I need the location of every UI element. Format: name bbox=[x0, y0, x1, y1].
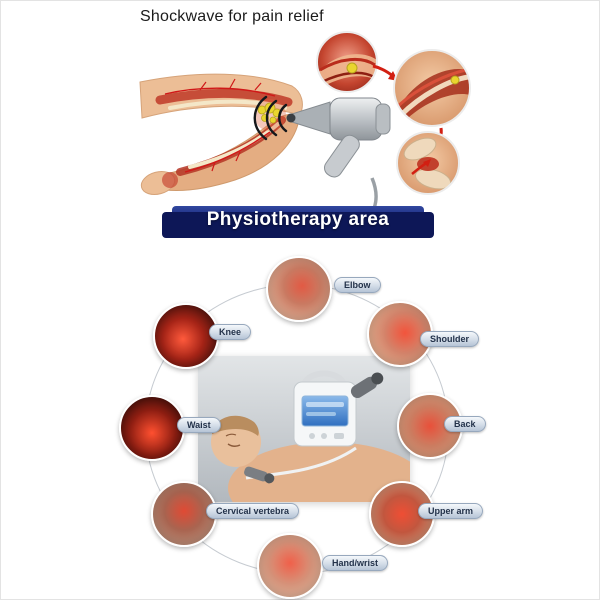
back-label: Back bbox=[444, 416, 486, 432]
inset-circle-tendon bbox=[393, 49, 471, 127]
applicator-resting bbox=[244, 466, 275, 484]
shoulder-label: Shoulder bbox=[420, 331, 480, 347]
shockwave-device bbox=[286, 97, 391, 230]
machine-screen bbox=[301, 395, 349, 427]
inset-circle-tissue bbox=[316, 31, 378, 93]
waist-label: Waist bbox=[177, 417, 221, 433]
upper-arm-label: Upper arm bbox=[418, 503, 484, 519]
cervical-vertebra-label: Cervical vertebra bbox=[206, 503, 300, 519]
hand-wrist-photo bbox=[257, 533, 323, 599]
inset-circle-joint bbox=[396, 131, 460, 195]
shockwave-machine bbox=[293, 370, 384, 447]
shockwave-waves-icon bbox=[253, 95, 288, 141]
page-title: Shockwave for pain relief bbox=[140, 8, 324, 25]
treatment-photo bbox=[198, 356, 410, 502]
treatment-scene bbox=[198, 356, 410, 502]
hand-wrist-label: Hand/wrist bbox=[322, 555, 389, 571]
elbow-label: Elbow bbox=[334, 277, 381, 293]
patient bbox=[211, 415, 410, 502]
banner-label: Physiotherapy area bbox=[206, 209, 390, 230]
elbow-photo bbox=[266, 256, 332, 322]
applicator-mounted bbox=[350, 372, 384, 399]
physiotherapy-banner: Physiotherapy area bbox=[162, 206, 434, 238]
knee-photo bbox=[153, 303, 219, 369]
top-illustration bbox=[139, 31, 471, 230]
waist-photo bbox=[119, 395, 185, 461]
knee-label: Knee bbox=[209, 324, 252, 340]
